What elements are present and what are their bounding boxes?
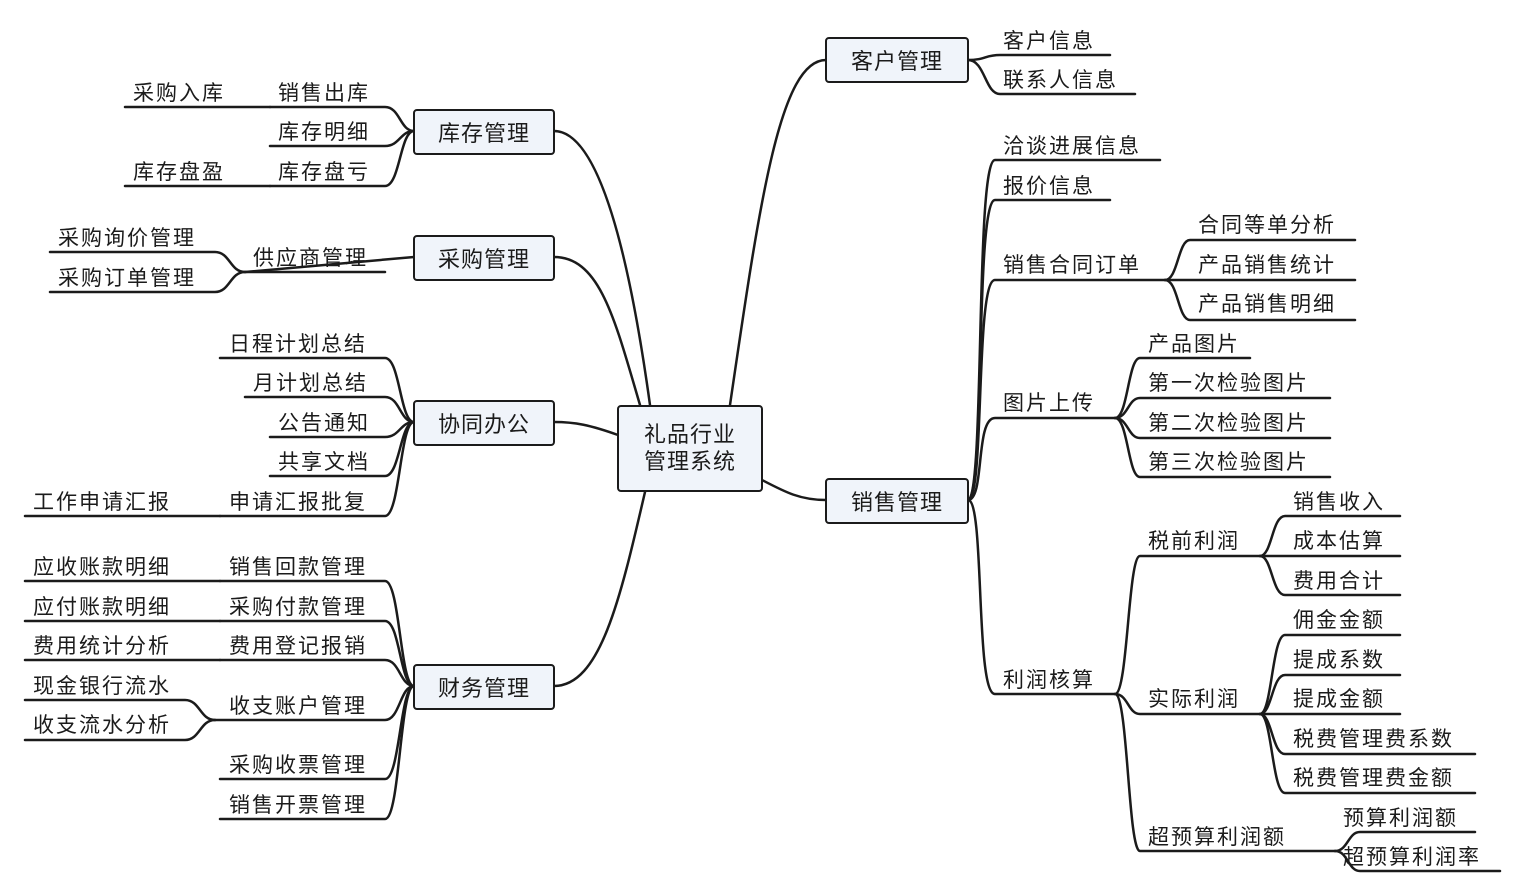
node-contract-order[interactable]: 销售合同订单 <box>1003 253 1141 277</box>
root-node-line1: 礼品行业 <box>643 422 736 448</box>
node-shared-docs[interactable]: 共享文档 <box>278 450 370 474</box>
root-node-line2: 管理系统 <box>643 449 736 475</box>
node-contact-info[interactable]: 联系人信息 <box>1003 68 1118 92</box>
node-tax-fee-amount[interactable]: 税费管理费金额 <box>1293 766 1454 790</box>
node-stock-gain[interactable]: 库存盘盈 <box>133 160 225 184</box>
node-sales-receipt[interactable]: 销售回款管理 <box>229 555 367 579</box>
node-pretax-profit[interactable]: 税前利润 <box>1148 529 1240 553</box>
node-purchase-order[interactable]: 采购订单管理 <box>58 266 196 290</box>
node-negotiation[interactable]: 洽谈进展信息 <box>1003 134 1141 158</box>
node-sales-outbound[interactable]: 销售出库 <box>278 81 370 105</box>
connector-root-office <box>552 420 620 437</box>
node-inspection-2[interactable]: 第二次检验图片 <box>1148 411 1309 435</box>
node-notice[interactable]: 公告通知 <box>278 411 370 435</box>
connector-root-inventory <box>552 129 652 407</box>
node-cash-bank-flow[interactable]: 现金银行流水 <box>33 674 171 698</box>
node-sales-invoice[interactable]: 销售开票管理 <box>229 793 367 817</box>
node-quote[interactable]: 报价信息 <box>1003 174 1095 198</box>
node-sales-revenue[interactable]: 销售收入 <box>1293 490 1385 514</box>
node-product-stats[interactable]: 产品销售统计 <box>1198 253 1336 277</box>
node-purchase-payment[interactable]: 采购付款管理 <box>229 595 367 619</box>
node-bonus-rate[interactable]: 提成系数 <box>1293 648 1385 672</box>
node-stock-loss[interactable]: 库存盘亏 <box>278 160 370 184</box>
node-expense-claim[interactable]: 费用登记报销 <box>229 634 367 658</box>
node-stock-detail[interactable]: 库存明细 <box>278 120 370 144</box>
node-bonus-amount[interactable]: 提成金额 <box>1293 687 1385 711</box>
node-product-picture[interactable]: 产品图片 <box>1148 332 1240 356</box>
node-inquiry[interactable]: 采购询价管理 <box>58 226 196 250</box>
node-finance[interactable]: 财务管理 <box>413 664 555 710</box>
node-purchase[interactable]: 采购管理 <box>413 235 555 281</box>
node-expense-total[interactable]: 费用合计 <box>1293 569 1385 593</box>
node-commission[interactable]: 佣金金额 <box>1293 608 1385 632</box>
node-approval[interactable]: 申请汇报批复 <box>229 490 367 514</box>
node-budget-profit[interactable]: 预算利润额 <box>1343 806 1458 830</box>
node-inspection-1[interactable]: 第一次检验图片 <box>1148 371 1309 395</box>
node-receivable-detail[interactable]: 应收账款明细 <box>33 555 171 579</box>
node-profit-accounting[interactable]: 利润核算 <box>1003 668 1095 692</box>
connector-root-purchase <box>552 255 642 407</box>
node-tax-fee-rate[interactable]: 税费管理费系数 <box>1293 727 1454 751</box>
node-monthly-summary[interactable]: 月计划总结 <box>253 371 368 395</box>
node-product-detail[interactable]: 产品销售明细 <box>1198 292 1336 316</box>
node-sales[interactable]: 销售管理 <box>825 478 969 524</box>
node-actual-profit[interactable]: 实际利润 <box>1148 687 1240 711</box>
root-node[interactable]: 礼品行业 管理系统 <box>617 405 763 492</box>
connector-root-customer <box>728 58 828 407</box>
node-payable-detail[interactable]: 应付账款明细 <box>33 595 171 619</box>
node-office[interactable]: 协同办公 <box>413 400 555 446</box>
node-account-mgmt[interactable]: 收支账户管理 <box>229 694 367 718</box>
node-supplier[interactable]: 供应商管理 <box>253 246 368 270</box>
node-expense-analysis[interactable]: 费用统计分析 <box>33 634 171 658</box>
connector-root-sales <box>760 478 828 502</box>
connector-root-finance <box>552 490 647 688</box>
node-inventory[interactable]: 库存管理 <box>413 109 555 155</box>
node-over-budget-rate[interactable]: 超预算利润率 <box>1343 845 1481 869</box>
node-flow-analysis[interactable]: 收支流水分析 <box>33 713 171 737</box>
node-work-report[interactable]: 工作申请汇报 <box>33 490 171 514</box>
node-customer-info[interactable]: 客户信息 <box>1003 29 1095 53</box>
node-over-budget[interactable]: 超预算利润额 <box>1148 825 1286 849</box>
node-picture-upload[interactable]: 图片上传 <box>1003 391 1095 415</box>
node-cost-estimate[interactable]: 成本估算 <box>1293 529 1385 553</box>
node-contract-analysis[interactable]: 合同等单分析 <box>1198 213 1336 237</box>
node-customer[interactable]: 客户管理 <box>825 37 969 83</box>
node-inspection-3[interactable]: 第三次检验图片 <box>1148 450 1309 474</box>
node-schedule-summary[interactable]: 日程计划总结 <box>229 332 367 356</box>
node-purchase-inbound[interactable]: 采购入库 <box>133 81 225 105</box>
node-purchase-invoice[interactable]: 采购收票管理 <box>229 753 367 777</box>
